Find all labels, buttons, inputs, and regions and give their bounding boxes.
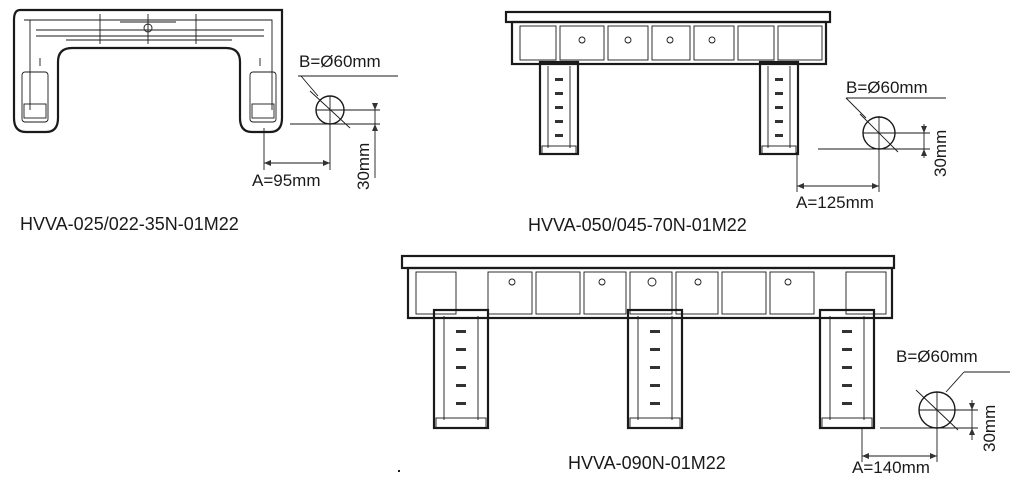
- bracket-drawing-2: [504, 10, 832, 156]
- model-caption: HVVA-025/022-35N-01M22: [20, 214, 239, 234]
- distance-a-label: A=95mm: [252, 171, 321, 190]
- distance-a-label: A=125mm: [796, 193, 874, 212]
- dot-mark: [398, 470, 400, 472]
- diameter-label: B=Ø60mm: [846, 78, 928, 97]
- offset-label: 30mm: [980, 405, 999, 452]
- bracket-drawing-3: [400, 254, 896, 430]
- bracket-drawing-1: [12, 8, 284, 134]
- offset-label: 30mm: [354, 143, 373, 190]
- dimension-group-2: B=Ø60mm A=125mm 30mm: [796, 78, 950, 212]
- dimension-group-3: B=Ø60mm A=140mm 30mm: [852, 347, 1010, 477]
- dimension-group-1: B=Ø60mm A=95mm 30mm: [252, 52, 398, 190]
- diameter-label: B=Ø60mm: [299, 52, 381, 71]
- diameter-label: B=Ø60mm: [896, 347, 978, 366]
- model-caption: HVVA-090N-01M22: [568, 453, 726, 473]
- distance-a-label: A=140mm: [852, 458, 930, 477]
- offset-label: 30mm: [931, 130, 950, 177]
- model-caption: HVVA-050/045-70N-01M22: [528, 215, 747, 235]
